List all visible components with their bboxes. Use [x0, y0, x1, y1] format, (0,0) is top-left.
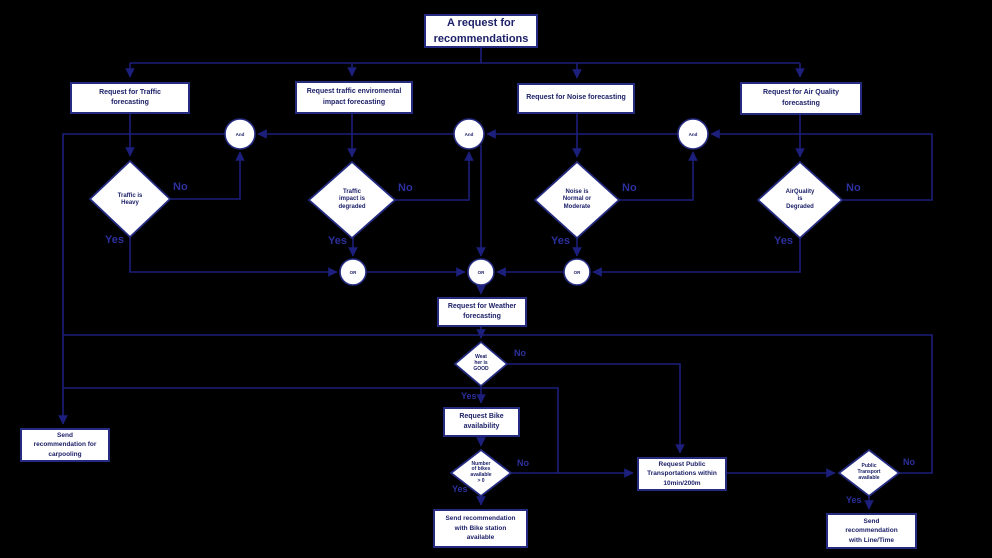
connector-lines — [58, 48, 933, 510]
decision-bikes-available-label: Number of bikes available > 0 — [470, 460, 492, 484]
branch-yes-bikes: Yes — [452, 484, 468, 494]
edge-traffic-yes — [129, 237, 338, 277]
edge-air-no — [710, 129, 933, 201]
edge-air-yes — [592, 238, 801, 277]
diamond-traffic — [88, 159, 172, 239]
decision-impact-degraded-label: Traffic impact is degraded — [338, 188, 366, 210]
edge-branch-to-pt — [63, 387, 559, 473]
decision-air-degraded-label: AirQuality is Degraded — [785, 188, 815, 210]
gate-and-1-label: And — [235, 131, 245, 137]
node-send-line-time: Send recommendation with Line/Time — [826, 513, 917, 549]
edge-noise-no — [619, 151, 698, 201]
branch-yes-noise: Yes — [551, 235, 570, 247]
edge-and1-to-carpool — [58, 133, 225, 425]
gate-or-2-label: OR — [477, 269, 485, 275]
decision-noise-normal-label: Noise is Normal or Moderate — [562, 188, 592, 210]
branch-no-weather: No — [514, 348, 526, 358]
edge-pt-no — [63, 334, 933, 474]
diamond-weather — [453, 340, 509, 388]
branch-no-air: No — [846, 182, 861, 194]
edge-traffic-no — [170, 151, 245, 200]
gate-and-2-circle — [453, 118, 485, 150]
gate-or-3-label: OR — [573, 269, 581, 275]
gate-or-2-circle — [467, 258, 495, 286]
branch-yes-air: Yes — [774, 235, 793, 247]
branch-yes-pt: Yes — [846, 495, 862, 505]
gate-and-3-circle — [677, 118, 709, 150]
decision-diamonds — [88, 159, 901, 498]
branch-no-impact: No — [398, 182, 413, 194]
branch-no-traffic: No — [173, 181, 188, 193]
gate-and-2-label: And — [464, 131, 474, 137]
gate-or-3-circle — [563, 258, 591, 286]
diamond-pt — [837, 448, 901, 498]
edge-impact-no — [395, 151, 474, 201]
node-request-air-quality-forecasting: Request for Air Quality forecasting — [740, 82, 862, 115]
edge-weather-no — [507, 363, 685, 454]
node-request-weather-forecasting: Request for Weather forecasting — [437, 297, 527, 327]
gate-and-3-label: And — [688, 131, 698, 137]
node-request-bike-availability: Request Bike availability — [443, 407, 520, 437]
branch-no-bikes: No — [517, 458, 529, 468]
gate-and-1-circle — [224, 118, 256, 150]
branch-no-pt: No — [903, 457, 915, 467]
branch-yes-impact: Yes — [328, 235, 347, 247]
node-request-public-transport: Request Public Transportations within 10… — [637, 457, 727, 491]
node-request-noise-forecasting: Request for Noise forecasting — [517, 83, 635, 114]
diamond-noise — [533, 160, 621, 240]
diamond-air — [756, 160, 844, 240]
branch-yes-weather: Yes — [461, 391, 477, 401]
node-request-impact-forecasting: Request traffic enviromental impact fore… — [295, 81, 413, 114]
node-send-carpooling: Send recommendation for carpooling — [20, 428, 110, 462]
node-title: A request for recommendations — [424, 14, 538, 48]
node-request-traffic-forecasting: Request for Traffic forecasting — [70, 82, 190, 114]
gate-or-1-circle — [339, 258, 367, 286]
logic-gates — [224, 118, 709, 286]
diamond-bikes — [449, 448, 513, 498]
node-send-bike-station: Send recommendation with Bike station av… — [433, 509, 528, 548]
decision-pt-available-label: Public Transport available — [857, 463, 881, 481]
branch-no-noise: No — [622, 182, 637, 194]
diamond-impact — [307, 160, 397, 240]
decision-traffic-heavy-label: Traffic is Heavy — [117, 192, 143, 207]
decision-weather-good-label: Weat her is GOOD — [473, 354, 489, 372]
gate-or-1-label: OR — [349, 269, 357, 275]
branch-yes-traffic: Yes — [105, 234, 124, 246]
